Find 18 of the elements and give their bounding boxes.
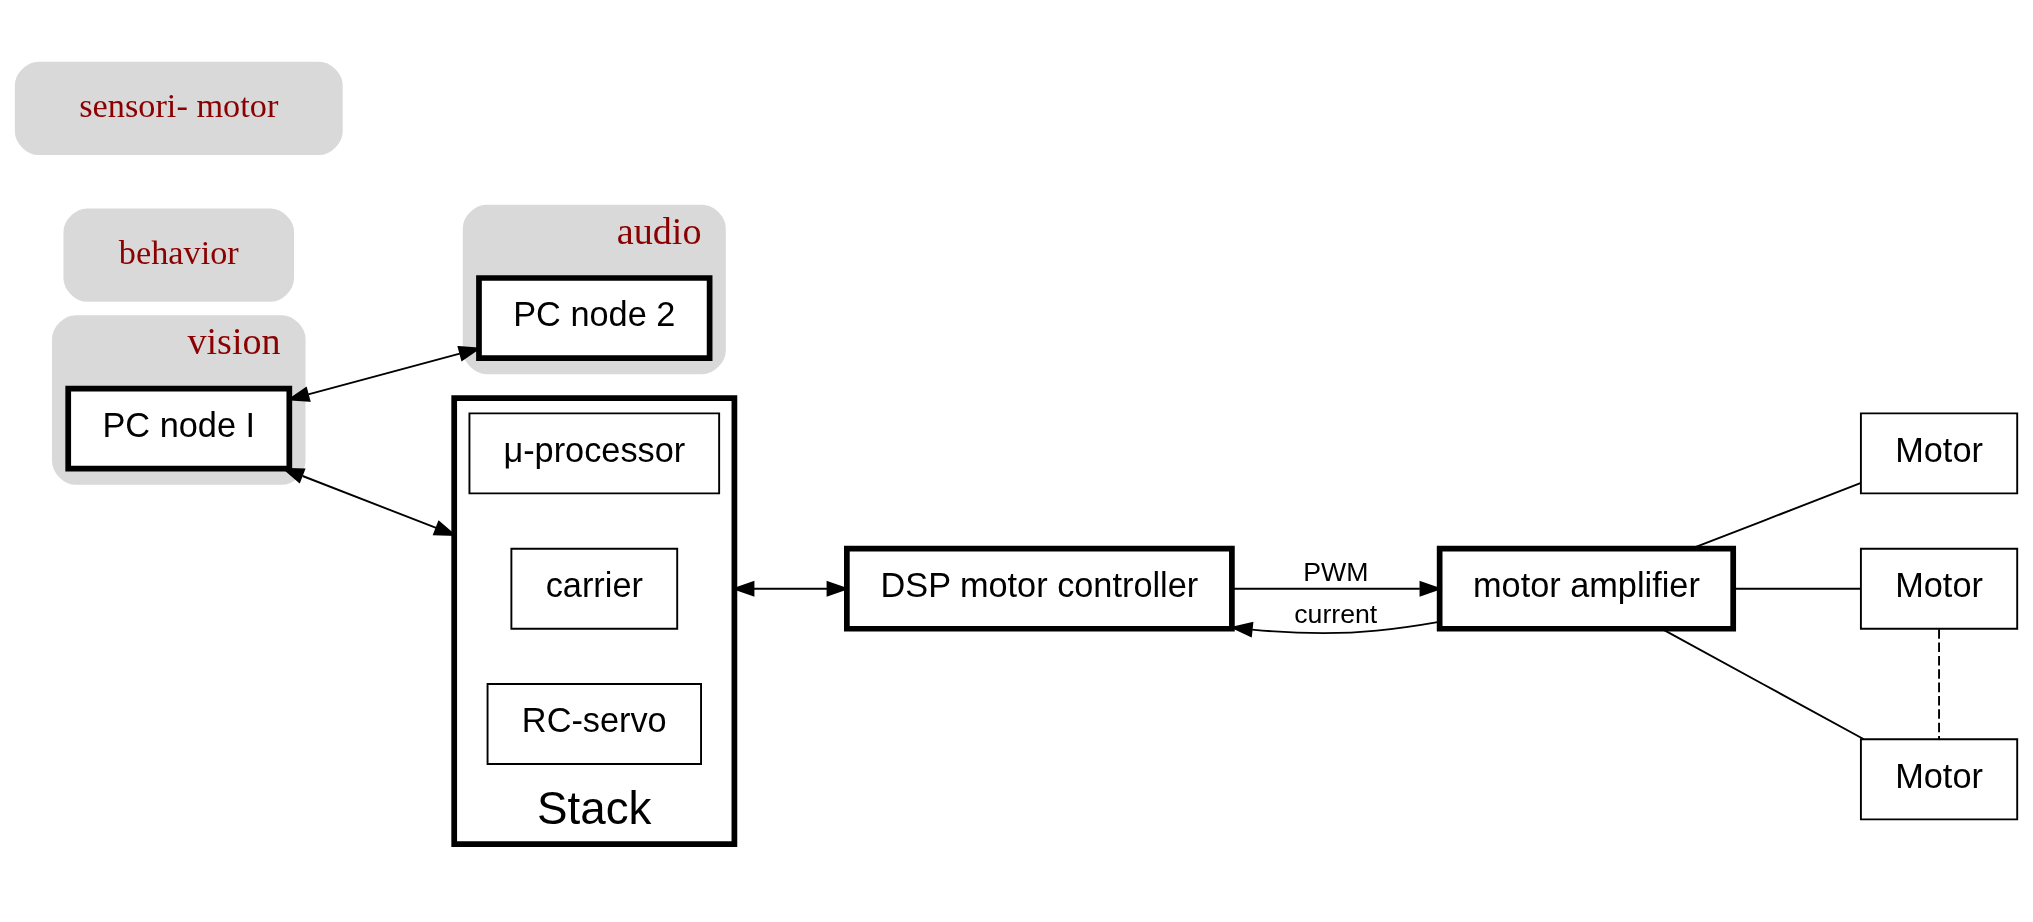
node-box: Motor <box>1859 547 2019 630</box>
node-box: behavior <box>63 208 295 302</box>
node-box: sensori- motor <box>14 61 343 156</box>
arrow <box>731 580 850 597</box>
node-box: RC-servo <box>486 683 702 766</box>
edge-label: current <box>1294 599 1378 630</box>
node-box: DSP motor controller <box>844 545 1235 632</box>
node-box: μ-processor <box>468 412 721 495</box>
connector <box>1938 628 1940 741</box>
node-box: motor amplifier <box>1436 545 1737 632</box>
edge-label: PWM <box>1303 557 1369 588</box>
node-box: PC node I <box>65 385 293 472</box>
node-box: Motor <box>1859 412 2019 495</box>
arrow <box>1231 580 1443 597</box>
node-box: carrier <box>510 547 679 630</box>
connector <box>1661 628 1865 741</box>
node-box: PC node 2 <box>476 275 713 361</box>
node-box: Motor <box>1859 738 2019 821</box>
